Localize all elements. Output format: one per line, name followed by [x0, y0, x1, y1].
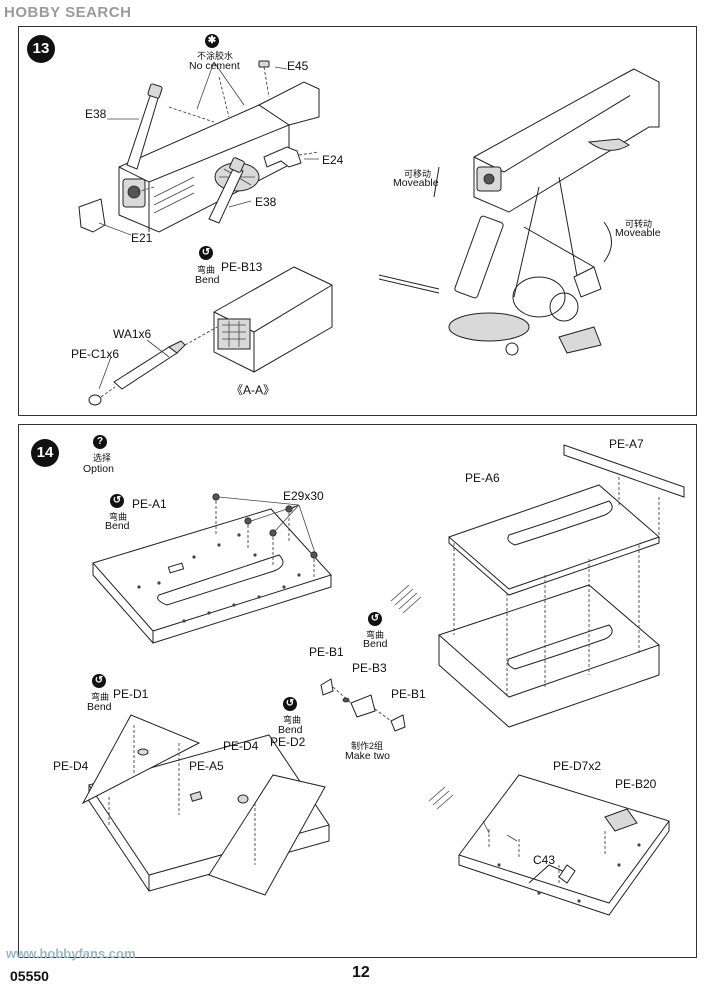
- bend-d2-cn: 弯曲: [283, 715, 302, 725]
- label-e29x30: E29x30: [283, 489, 324, 503]
- option-en: Option: [83, 463, 114, 475]
- label-pe-d4-left: PE-D4: [53, 759, 89, 773]
- ammo-box-drawing: [88, 266, 333, 406]
- bend-13-cn: 弯曲: [197, 265, 216, 275]
- step-14-drawing: [81, 444, 685, 916]
- make-two-cn: 制作2组: [351, 741, 384, 751]
- moveable-2-en: Moveable: [615, 227, 661, 239]
- floor-pe-d7-b20-c43: [458, 774, 670, 916]
- bend-a1-en: Bend: [105, 520, 130, 532]
- label-e38-bottom: E38: [255, 195, 277, 209]
- bend-icon-pe-b3: ↺: [368, 612, 382, 626]
- page-number: 12: [352, 964, 370, 981]
- label-wa1x6: WA1x6: [113, 327, 152, 341]
- step-14-panel: 14 ? 选择 Option ↺ 弯曲 Bend PE-A1 E29x30 PE…: [18, 424, 697, 958]
- label-pe-b1-right: PE-B1: [391, 687, 426, 701]
- label-c43: C43: [533, 853, 556, 867]
- option-cn: 选择: [93, 453, 112, 463]
- moveable-1-cn: 可移动: [404, 169, 432, 179]
- bend-b3-cn: 弯曲: [366, 630, 385, 640]
- plate-pe-a1: [92, 508, 332, 644]
- bend-b3-en: Bend: [363, 638, 388, 650]
- label-pe-d1: PE-D1: [113, 687, 149, 701]
- catalog-number: 05550: [10, 968, 49, 984]
- label-pe-b20: PE-B20: [615, 777, 657, 791]
- label-e24: E24: [322, 153, 344, 167]
- label-pe-d2: PE-D2: [270, 735, 306, 749]
- floor-pe-d1-d2: [81, 714, 330, 896]
- label-pe-b3: PE-B3: [352, 661, 387, 675]
- label-e38-top: E38: [85, 107, 107, 121]
- e38-top-part: [126, 83, 163, 170]
- moveable-2-cn: 可转动: [625, 219, 653, 229]
- no-cement-icon: ✱: [205, 34, 219, 48]
- label-pe-a5: PE-A5: [189, 759, 224, 773]
- bend-13-en: Bend: [195, 274, 220, 286]
- bend-a1-cn: 弯曲: [109, 512, 128, 522]
- bend-icon-pe-d1: ↺: [92, 674, 106, 688]
- e38-bottom-part: [208, 157, 245, 224]
- moveable-1-en: Moveable: [393, 177, 439, 189]
- step-14-number: 14: [31, 439, 59, 467]
- e29-pins: [212, 493, 318, 579]
- label-pe-a7: PE-A7: [609, 437, 644, 451]
- plate-stack-pe-a6-a7: [438, 444, 685, 728]
- gun-mount-assembled: [378, 68, 660, 356]
- header-watermark: HOBBY SEARCH: [4, 4, 132, 21]
- footer-watermark: www.hobbyfans.com: [6, 946, 136, 961]
- bend-icon-pe-d2: ↺: [283, 697, 297, 711]
- label-pe-b13: PE-B13: [221, 260, 263, 274]
- label-e21: E21: [131, 231, 153, 245]
- label-pe-d7x2: PE-D7x2: [553, 759, 602, 773]
- step-13-panel: 13 ✱ 不涂胶水 No cement E45 E38 E24 E38 E21 …: [18, 26, 697, 416]
- no-cement-en: No cement: [189, 60, 240, 72]
- label-pe-a1: PE-A1: [132, 497, 167, 511]
- label-pe-a6: PE-A6: [465, 471, 500, 485]
- e24-part: [263, 146, 302, 168]
- option-icon: ?: [93, 435, 107, 449]
- view-aa-label: 《A-A》: [231, 383, 276, 397]
- label-pe-d4-right: PE-D4: [223, 739, 259, 753]
- label-e45: E45: [287, 59, 309, 73]
- label-pe-c1x6: PE-C1x6: [71, 347, 120, 361]
- no-cement-cn: 不涂胶水: [197, 51, 234, 61]
- bend-icon-step13: ↺: [199, 246, 213, 260]
- e45-part: [258, 60, 270, 68]
- e21-part: [78, 198, 106, 233]
- bend-d2-en: Bend: [278, 724, 303, 736]
- bend-icon-pe-a1: ↺: [110, 494, 124, 508]
- bracket-pe-b1-b3: [320, 678, 406, 732]
- step-13-drawing: [78, 60, 660, 406]
- bend-d1-en: Bend: [87, 701, 112, 713]
- step-13-number: 13: [27, 35, 55, 63]
- bend-d1-cn: 弯曲: [91, 692, 110, 702]
- make-two-en: Make two: [345, 750, 390, 762]
- gun-body-exploded: [78, 60, 320, 233]
- label-pe-b1-left: PE-B1: [309, 645, 344, 659]
